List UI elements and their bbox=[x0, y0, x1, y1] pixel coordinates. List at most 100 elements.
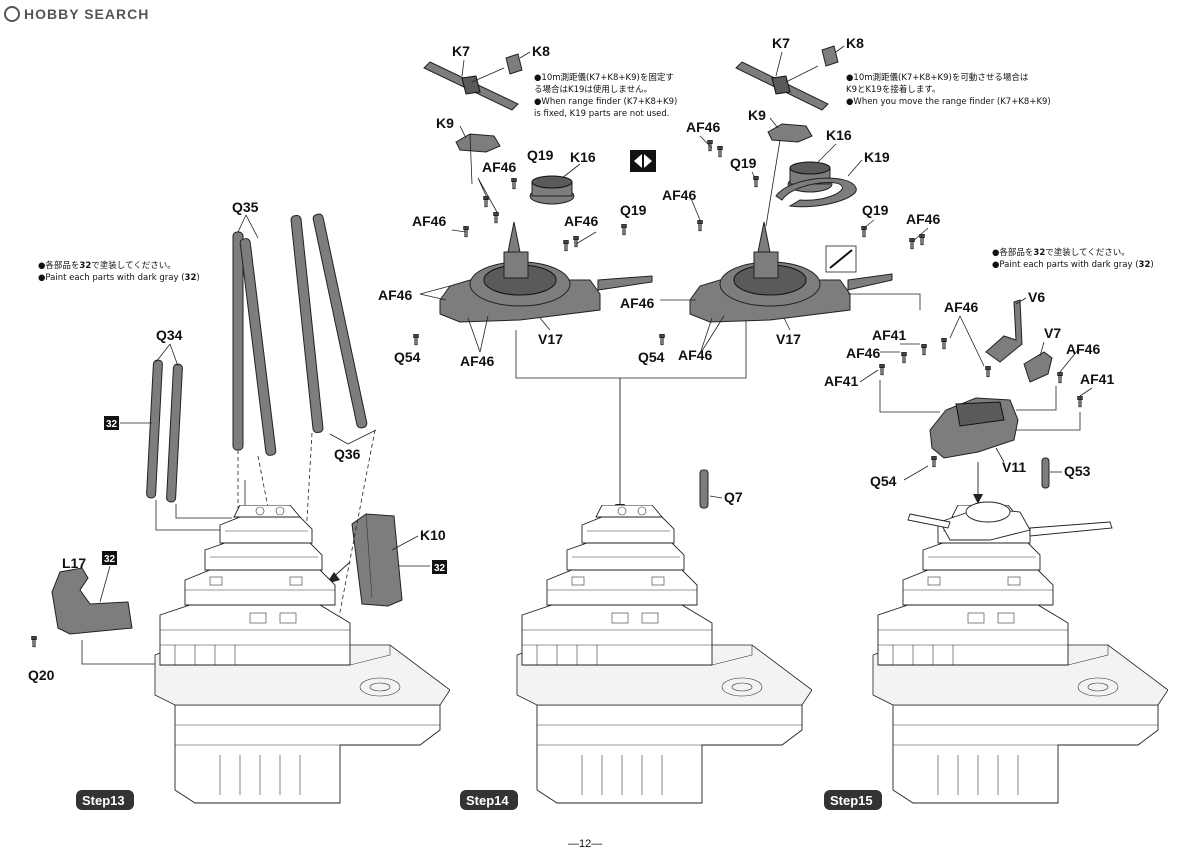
step14-badge: Step14 bbox=[460, 790, 518, 810]
label-v7: V7 bbox=[1044, 325, 1061, 341]
label-af46-r5: AF46 bbox=[678, 347, 712, 363]
part-k19 bbox=[775, 177, 857, 208]
label-k9-left: K9 bbox=[436, 115, 454, 131]
label-af46-l1: AF46 bbox=[482, 159, 516, 175]
step15-panel: ●各部品を32で塗装してください。 ●Paint each parts with… bbox=[824, 247, 1168, 810]
part-k8-right bbox=[821, 45, 839, 67]
label-af46-s2: AF46 bbox=[846, 345, 880, 361]
af46-pins-left bbox=[463, 196, 579, 252]
label-q54-left: Q54 bbox=[394, 349, 421, 365]
label-q19-d: Q19 bbox=[862, 202, 889, 218]
paint-code-k10: 32 bbox=[398, 560, 447, 574]
part-q20 bbox=[31, 636, 37, 648]
label-k8-right: K8 bbox=[846, 35, 864, 51]
label-af46-l5: AF46 bbox=[460, 353, 494, 369]
label-v11: V11 bbox=[1002, 459, 1026, 475]
label-af46-r3: AF46 bbox=[906, 211, 940, 227]
post-q36-b bbox=[312, 213, 368, 429]
label-k8-left: K8 bbox=[532, 43, 550, 59]
svg-text:32: 32 bbox=[104, 554, 116, 565]
step13-label: Step13 bbox=[82, 793, 125, 808]
label-af41-s2: AF41 bbox=[824, 373, 858, 389]
label-v17-right: V17 bbox=[776, 331, 801, 347]
page-number: —12— bbox=[568, 838, 602, 850]
label-k16-right: K16 bbox=[826, 127, 852, 143]
step15-label: Step15 bbox=[830, 793, 873, 808]
post-q36-a bbox=[290, 214, 324, 434]
part-q19-b bbox=[621, 224, 627, 236]
post-q34-b bbox=[166, 363, 183, 503]
label-q7: Q7 bbox=[724, 489, 743, 505]
label-k19: K19 bbox=[864, 149, 890, 165]
note-fixed-jp-1: ●10m測距儀(K7+K8+K9)を固定す bbox=[534, 72, 674, 83]
label-v6: V6 bbox=[1028, 289, 1045, 305]
part-q53 bbox=[1041, 457, 1050, 489]
label-k9-right: K9 bbox=[748, 107, 766, 123]
part-v6 bbox=[985, 299, 1023, 363]
label-q20: Q20 bbox=[28, 667, 55, 683]
note-move-en-1: ●When you move the range finder (K7+K8+K… bbox=[846, 97, 1051, 107]
note-fixed-jp-2: る場合はK19は使用しません。 bbox=[534, 84, 652, 95]
part-k9-left bbox=[455, 133, 501, 153]
label-q34: Q34 bbox=[156, 327, 183, 343]
label-k7-left: K7 bbox=[452, 43, 470, 59]
label-k7-right: K7 bbox=[772, 35, 790, 51]
svg-text:32: 32 bbox=[106, 419, 118, 430]
part-k7-left bbox=[423, 61, 519, 111]
part-q54-left bbox=[413, 334, 419, 346]
k19-movable-assembly: K7 K8 ●10m測距儀(K7+K8+K9)を可動させる場合は K9とK19を… bbox=[620, 35, 1051, 365]
part-l17 bbox=[51, 567, 133, 635]
part-v11 bbox=[929, 397, 1019, 459]
label-q36: Q36 bbox=[334, 446, 361, 462]
arrows-swap-icon bbox=[630, 150, 656, 172]
post-q34-a bbox=[146, 359, 163, 499]
label-af46-l4: AF46 bbox=[378, 287, 412, 303]
label-af46-s3: AF46 bbox=[1066, 341, 1100, 357]
part-v17-left bbox=[439, 221, 653, 323]
paint-note-jp-right: ●各部品を32で塗装してください。 bbox=[992, 247, 1130, 258]
note-fixed-en-1: ●When range finder (K7+K8+K9) bbox=[534, 97, 677, 107]
label-q54-mid: Q54 bbox=[638, 349, 665, 365]
label-af41-s1: AF41 bbox=[872, 327, 906, 343]
part-q19-a bbox=[511, 178, 517, 190]
label-af46-s1: AF46 bbox=[944, 299, 978, 315]
label-af46-r1: AF46 bbox=[686, 119, 720, 135]
hull-step13 bbox=[154, 505, 450, 804]
part-k9-right bbox=[767, 123, 813, 143]
part-k8-left bbox=[505, 53, 523, 75]
paint-code-l17: 32 bbox=[99, 551, 117, 603]
label-l17: L17 bbox=[62, 555, 86, 571]
step13-panel: ●各部品を32で塗装してください。 ●Paint each parts with… bbox=[28, 199, 450, 810]
hull-step14 bbox=[516, 505, 812, 804]
label-q53: Q53 bbox=[1064, 463, 1091, 479]
post-q35-a bbox=[232, 231, 244, 451]
step15-badge: Step15 bbox=[824, 790, 882, 810]
label-q19-c: Q19 bbox=[730, 155, 757, 171]
label-k16-left: K16 bbox=[570, 149, 596, 165]
post-q35-b bbox=[239, 238, 277, 456]
part-v7 bbox=[1023, 351, 1053, 383]
part-v17-right bbox=[689, 221, 893, 323]
note-move-jp-2: K9とK19を接着します。 bbox=[846, 84, 941, 95]
label-k10: K10 bbox=[420, 527, 446, 543]
af-pins-step15 bbox=[879, 338, 1083, 408]
svg-text:32: 32 bbox=[434, 563, 446, 574]
part-k7-right bbox=[735, 61, 829, 111]
part-k10 bbox=[351, 513, 403, 607]
label-q54-right: Q54 bbox=[870, 473, 897, 489]
paint-note-en-right: ●Paint each parts with dark gray (32) bbox=[992, 260, 1154, 270]
part-q54-mid bbox=[659, 334, 665, 346]
label-af41-s3: AF41 bbox=[1080, 371, 1114, 387]
label-q35: Q35 bbox=[232, 199, 259, 215]
step14-panel: K7 K8 K9 ●10m測距儀(K7+K8+K9)を固定す る場合はK19は使… bbox=[378, 43, 812, 810]
paint-code-q34: 32 bbox=[104, 416, 152, 430]
label-af46-l3: AF46 bbox=[564, 213, 598, 229]
label-v17-left: V17 bbox=[538, 331, 563, 347]
paint-note-jp-left: ●各部品を32で塗装してください。 bbox=[38, 260, 176, 271]
part-q7 bbox=[699, 469, 709, 509]
paint-note-en-left: ●Paint each parts with dark gray (32) bbox=[38, 273, 200, 283]
label-af46-l2: AF46 bbox=[412, 213, 446, 229]
note-fixed-en-2: is fixed, K19 parts are not used. bbox=[534, 109, 670, 119]
watermark-text: HOBBY SEARCH bbox=[24, 6, 149, 22]
